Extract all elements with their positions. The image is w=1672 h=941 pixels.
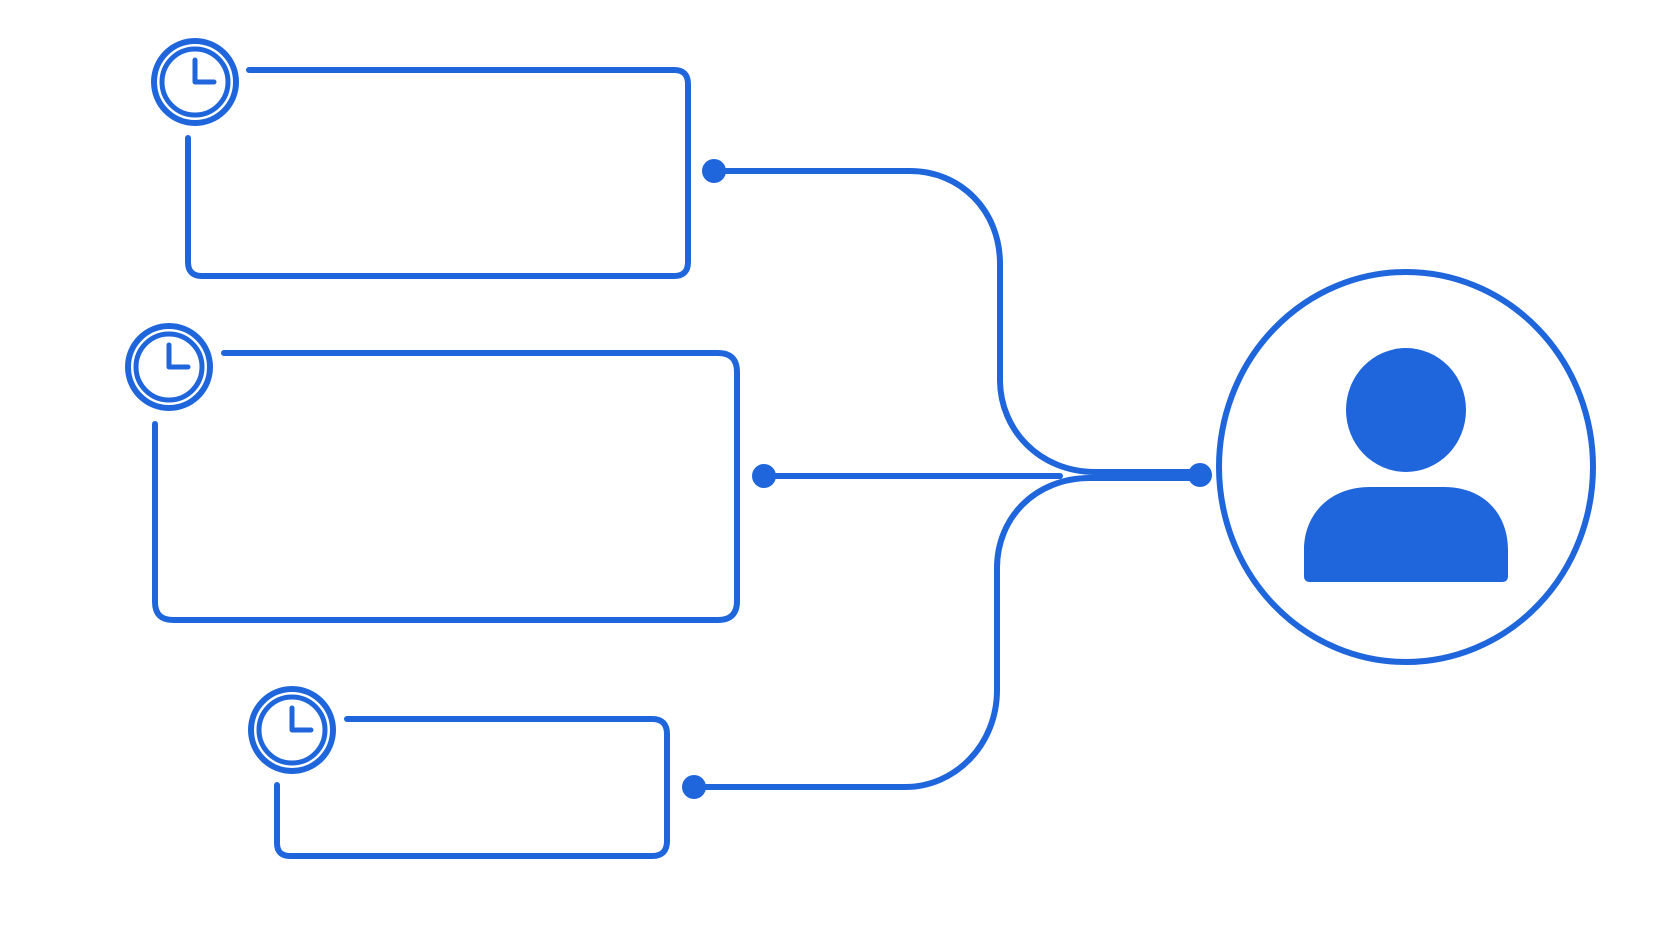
connectors xyxy=(703,168,1212,790)
card-3 xyxy=(248,686,706,859)
user-icon xyxy=(1304,348,1508,582)
dot-connector xyxy=(682,775,706,799)
dot-connector xyxy=(752,464,776,488)
connector-line-bottom xyxy=(703,475,1199,790)
user-hub-ring xyxy=(1216,269,1596,665)
clock-icon xyxy=(151,38,239,126)
connector-line-top xyxy=(723,168,1199,475)
user-hub xyxy=(1216,269,1596,665)
card-1-frame xyxy=(185,67,691,279)
clock-icon xyxy=(125,323,213,411)
card-2 xyxy=(125,323,776,623)
dot-connector xyxy=(702,159,726,183)
card-1 xyxy=(151,38,726,279)
card-3-frame xyxy=(274,716,670,859)
clock-icon xyxy=(248,686,336,774)
user-icon-body xyxy=(1304,487,1508,582)
user-icon-head xyxy=(1346,348,1466,472)
dot-connector xyxy=(1188,463,1212,487)
card-2-frame xyxy=(152,350,740,623)
